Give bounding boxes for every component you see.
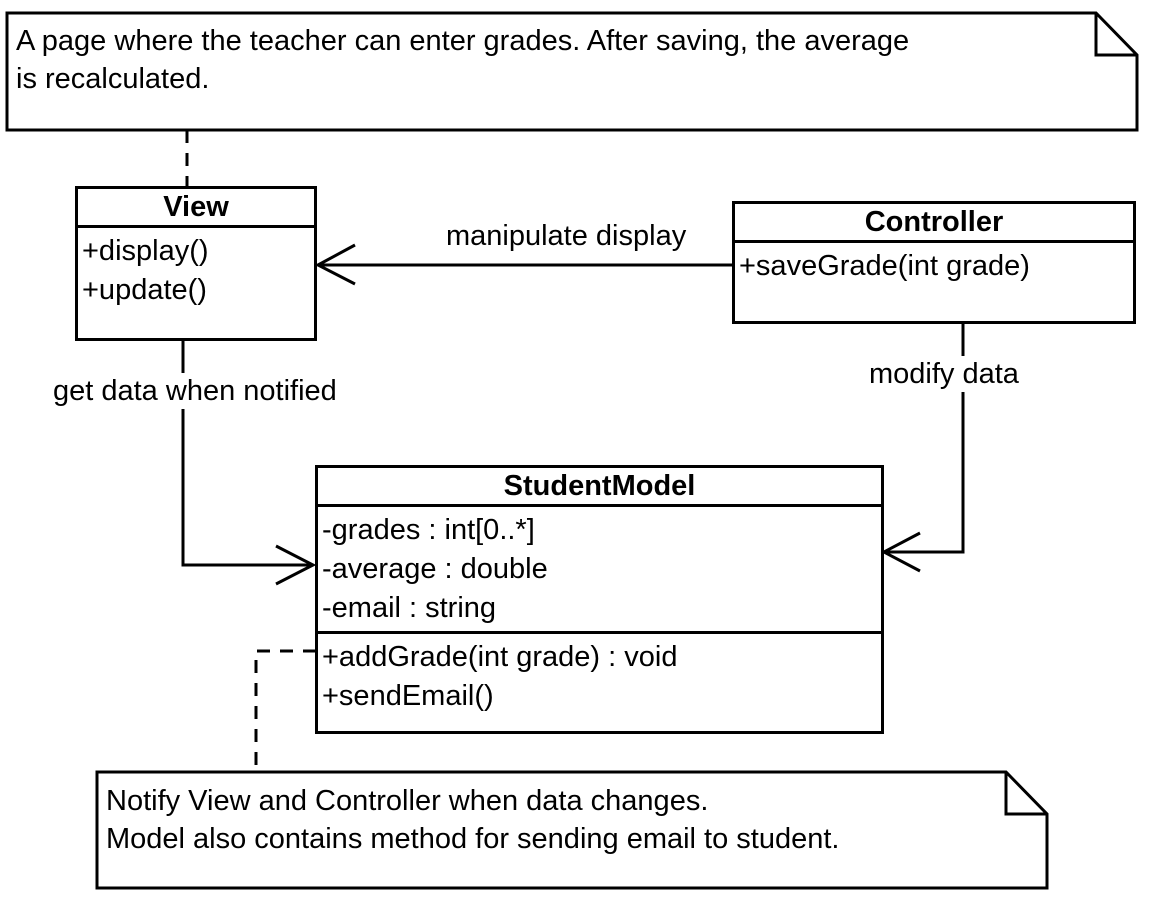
student-model-attribute: -average : double [322,553,548,585]
student-model-attribute: -email : string [322,592,497,624]
top-note-line-1: A page where the teacher can enter grade… [16,25,910,57]
bottom-note-line-2: Model also contains method for sending e… [106,823,840,855]
controller-to-model-arrow [880,323,965,573]
view-class-name: View [78,189,314,228]
controller-operations: +saveGrade(int grade) [735,243,1133,286]
controller-to-model-label: modify data [867,356,1021,392]
top-note-shape [5,11,1139,132]
student-model-attribute: -grades : int[0..*] [322,514,535,546]
view-class[interactable]: View +display() +update() [75,186,317,341]
student-model-operation: +sendEmail() [322,680,494,712]
top-note: A page where the teacher can enter grade… [16,22,909,98]
view-to-model-label: get data when notified [51,373,339,409]
view-operations: +display() +update() [78,228,314,310]
student-model-class[interactable]: StudentModel -grades : int[0..*] -averag… [315,465,884,734]
student-model-class-name: StudentModel [318,468,881,507]
view-operation: +display() [82,235,209,267]
bottom-note: Notify View and Controller when data cha… [106,782,839,858]
student-model-operation: +addGrade(int grade) : void [322,641,678,673]
bottom-note-anchor [254,649,316,772]
bottom-note-line-1: Notify View and Controller when data cha… [106,785,709,817]
controller-operation: +saveGrade(int grade) [739,250,1030,282]
controller-to-view-label: manipulate display [446,220,687,252]
student-model-attributes: -grades : int[0..*] -average : double -e… [318,507,881,631]
controller-class-name: Controller [735,204,1133,243]
controller-to-view-arrow [314,243,733,286]
controller-class[interactable]: Controller +saveGrade(int grade) [732,201,1136,324]
bottom-note-shape [95,770,1049,890]
student-model-operations: +addGrade(int grade) : void +sendEmail() [318,631,881,716]
view-operation: +update() [82,274,207,306]
view-to-model-arrow [181,341,317,586]
top-note-line-2: is recalculated. [16,63,210,95]
